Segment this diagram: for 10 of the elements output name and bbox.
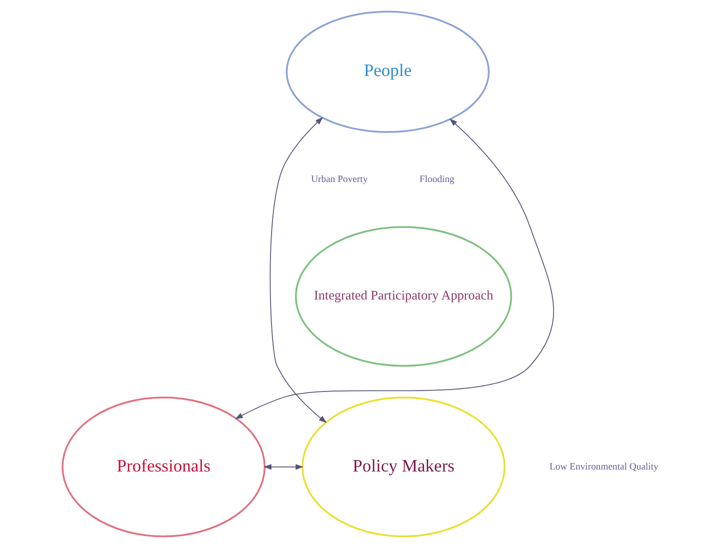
node-ellipse: Integrated Participatory Approach [294,226,512,367]
node-ellipse: People [285,10,490,133]
node-ellipse: Professionals [61,396,266,538]
node-ellipse: Policy Makers [301,396,506,538]
arrow [263,464,304,470]
label: Low Environmental Quality [549,461,658,472]
label: Urban Poverty [310,174,368,185]
arrow [234,118,554,420]
arrow [269,117,326,423]
label: Flooding [419,174,454,185]
